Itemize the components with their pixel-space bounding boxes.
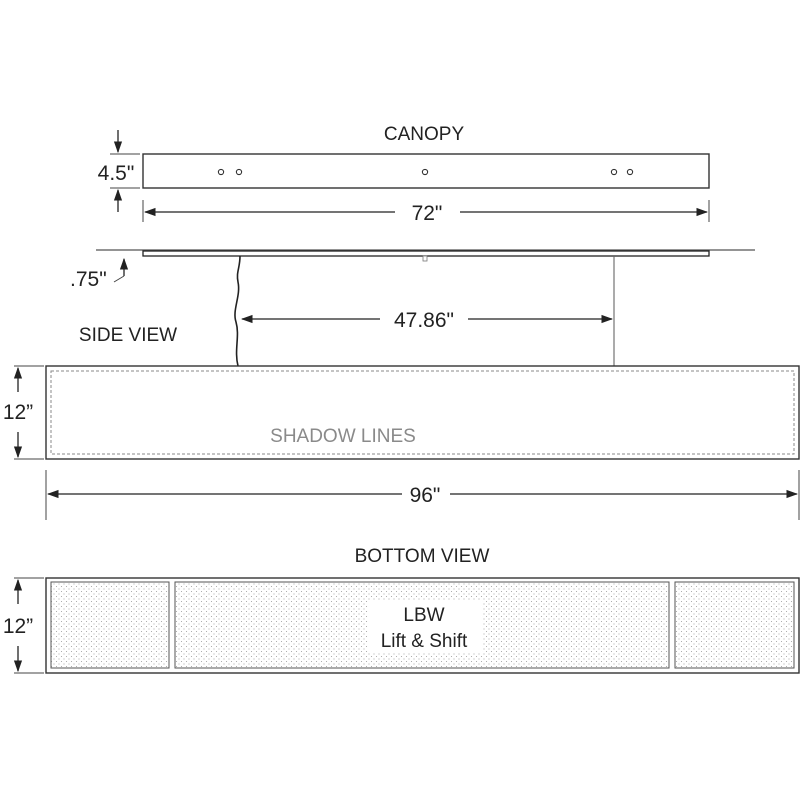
mount-depth-dimension: .75" [70,257,129,291]
mounting-hole [235,168,243,176]
canopy-height-dimension: 4.5" [98,130,140,212]
center-label-backdrop [368,601,482,653]
lbw-label: LBW [403,605,444,626]
cable-spacing-label: 47.86" [394,309,454,332]
lift-shift-label: Lift & Shift [381,631,468,652]
canopy-mounting-holes [217,168,634,176]
lens-panel-left [50,581,170,669]
mounting-hole [421,168,429,176]
canopy-width-label: 72" [412,202,443,225]
shadow-lines-label: SHADOW LINES [270,426,416,447]
power-cord [234,255,241,367]
canopy-width-dimension: 72" [142,200,710,225]
side-view-section: .75" 47.86" SIDE VIEW SHADOW LINES 12” [3,249,800,520]
mounting-hole [626,168,634,176]
fixture-width-dimension: 96" [45,470,800,520]
lens-panel-right [674,581,795,669]
bottom-height-dimension: 12” [3,577,44,674]
mount-depth-label: .75" [70,268,107,291]
side-view-title: SIDE VIEW [79,325,177,346]
canopy-section: CANOPY 4.5" 72" [98,124,710,225]
shadow-line-outline [50,370,795,455]
canopy-height-label: 4.5" [98,162,135,185]
canopy-side-profile [142,250,710,257]
bottom-height-label: 12” [3,615,33,638]
bottom-view-section: BOTTOM VIEW LBW Lift & Shift 12” [3,546,800,674]
fixture-side-body [45,365,800,460]
cable-spacing-dimension: 47.86" [240,309,614,332]
canopy-center-fitting [422,255,428,262]
fixture-width-label: 96" [410,484,441,507]
side-height-dimension: 12” [3,365,44,460]
canopy-title: CANOPY [384,124,465,145]
canopy-body [142,153,710,189]
mounting-hole [610,168,618,176]
bottom-view-title: BOTTOM VIEW [355,546,490,567]
mounting-hole [217,168,225,176]
side-height-label: 12” [3,401,33,424]
